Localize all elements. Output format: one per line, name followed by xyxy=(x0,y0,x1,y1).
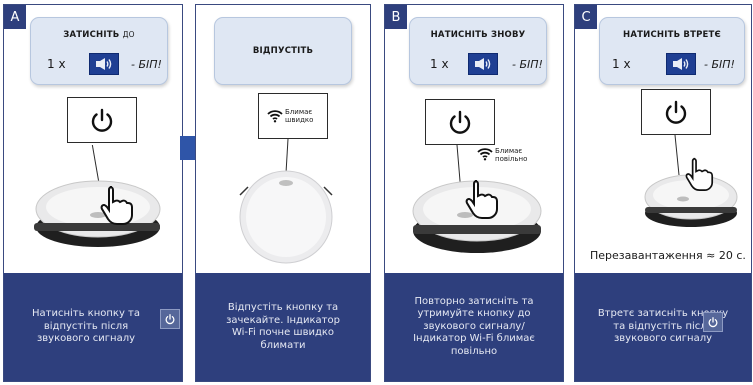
panel-c-footer: Втретє затисніть кнопку та відпустіть пі… xyxy=(575,273,751,381)
power-button-callout xyxy=(67,97,137,143)
wifi-icon xyxy=(267,110,283,123)
panel-a-footer: Натисніть кнопку та відпустіть після зву… xyxy=(4,273,182,381)
hand-pointer-icon xyxy=(685,157,714,192)
panel-release-footer: Відпустіть кнопку та зачекайте. Індикато… xyxy=(196,273,370,381)
instruction-callout: НАТИСНІТЬ ВТРЕТЄ 1 x - БІП! xyxy=(599,17,745,85)
speaker-icon xyxy=(96,58,112,70)
power-button-callout xyxy=(641,89,711,135)
wifi-icon xyxy=(477,148,493,161)
power-button-callout xyxy=(425,99,495,145)
beep-label: - БІП! xyxy=(704,57,735,71)
panel-release: ВІДПУСТІТЬ Блимає швидко Відпустіть кноп… xyxy=(195,4,371,382)
wifi-status: Блимає повільно xyxy=(477,147,533,163)
panel-b: НАТИСНІТЬ ЗНОВУ 1 x - БІП! Блимає повіль… xyxy=(384,4,564,382)
panel-c-illustration: НАТИСНІТЬ ВТРЕТЄ 1 x - БІП! xyxy=(575,5,751,273)
panel-c: НАТИСНІТЬ ВТРЕТЄ 1 x - БІП! C xyxy=(574,4,752,382)
footer-text: Натисніть кнопку та відпустіть після зву… xyxy=(31,308,140,345)
speaker-button xyxy=(666,53,696,75)
robot-vacuum-image xyxy=(239,139,333,264)
panel-release-illustration: ВІДПУСТІТЬ Блимає швидко xyxy=(196,5,370,273)
step-letter-badge: B xyxy=(385,5,407,29)
instruction-callout: ВІДПУСТІТЬ xyxy=(214,17,352,85)
power-icon xyxy=(708,317,718,328)
speaker-icon xyxy=(673,58,689,70)
instruction-callout: ЗАТИСНІТЬ ДО 1 x - БІП! xyxy=(30,17,168,85)
power-icon xyxy=(91,108,113,132)
power-icon-badge xyxy=(703,312,723,332)
speaker-button xyxy=(89,53,119,75)
step-letter-badge: C xyxy=(575,5,597,29)
beep-row: 1 x - БІП! xyxy=(410,52,546,76)
hand-pointer-icon xyxy=(465,180,498,219)
wifi-status-label: Блимає повільно xyxy=(495,147,528,163)
speaker-icon xyxy=(475,58,491,70)
step-letter-badge: A xyxy=(4,5,26,29)
beep-label: - БІП! xyxy=(131,57,162,71)
panel-a-illustration: ЗАТИСНІТЬ ДО 1 x - БІП! xyxy=(4,5,182,273)
footer-text: Повторно затисніть та утримуйте кнопку д… xyxy=(413,295,535,357)
press-count: 1 x xyxy=(612,57,631,71)
press-count: 1 x xyxy=(430,57,449,71)
footer-text: Відпустіть кнопку та зачекайте. Індикато… xyxy=(226,302,340,351)
footer-text: Втретє затисніть кнопку та відпустіть пі… xyxy=(597,308,729,345)
speaker-button xyxy=(468,53,498,75)
power-icon-badge xyxy=(160,309,180,329)
wifi-status-label: Блимає швидко xyxy=(285,108,314,124)
beep-row: 1 x - БІП! xyxy=(31,52,167,76)
panel-b-illustration: НАТИСНІТЬ ЗНОВУ 1 x - БІП! Блимає повіль… xyxy=(385,5,563,273)
robot-vacuum-image xyxy=(34,145,161,247)
callout-title: НАТИСНІТЬ ЗНОВУ xyxy=(430,30,526,40)
press-count: 1 x xyxy=(47,57,66,71)
robot-vacuum-image xyxy=(644,135,738,227)
panel-a: ЗАТИСНІТЬ ДО 1 x - БІП! A xyxy=(3,4,183,382)
beep-row: 1 x - БІП! xyxy=(600,52,744,76)
callout-title: НАТИСНІТЬ ВТРЕТЄ xyxy=(623,30,721,40)
power-icon xyxy=(449,110,471,134)
power-icon xyxy=(665,100,687,124)
robot-vacuum-image xyxy=(412,145,542,253)
callout-title: ЗАТИСНІТЬ ДО xyxy=(63,30,135,40)
beep-label: - БІП! xyxy=(512,57,543,71)
panel-b-footer: Повторно затисніть та утримуйте кнопку д… xyxy=(385,273,563,381)
callout-title: ВІДПУСТІТЬ xyxy=(252,46,314,56)
wifi-status-callout: Блимає швидко xyxy=(258,93,328,139)
reboot-time-label: Перезавантаження ≈ 20 с. xyxy=(590,249,746,262)
instruction-callout: НАТИСНІТЬ ЗНОВУ 1 x - БІП! xyxy=(409,17,547,85)
power-icon xyxy=(165,314,175,325)
hand-pointer-icon xyxy=(100,186,133,225)
